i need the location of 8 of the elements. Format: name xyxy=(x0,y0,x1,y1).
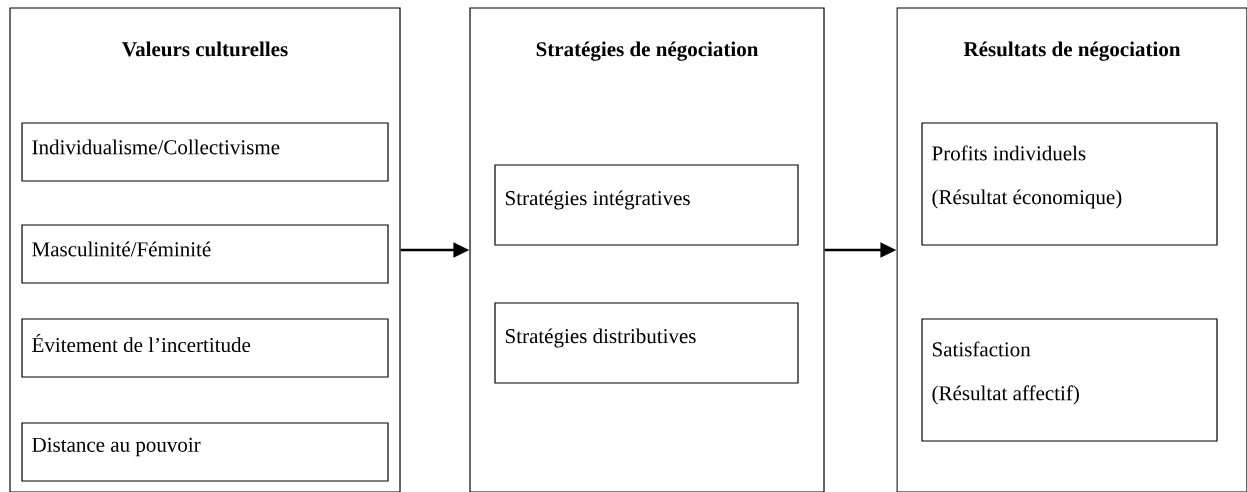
concept-box: Distance au pouvoir xyxy=(21,422,389,482)
concept-box: Masculinité/Féminité xyxy=(21,224,389,284)
concept-box: Individualisme/Collectivisme xyxy=(21,122,389,182)
concept-box: Stratégies intégratives xyxy=(494,164,799,246)
concept-box: Stratégies distributives xyxy=(494,302,799,384)
concept-box: Satisfaction (Résultat affectif) xyxy=(921,318,1218,442)
concept-box: Profits individuels (Résultat économique) xyxy=(921,122,1218,246)
concept-box: Évitement de l’incertitude xyxy=(21,318,389,378)
